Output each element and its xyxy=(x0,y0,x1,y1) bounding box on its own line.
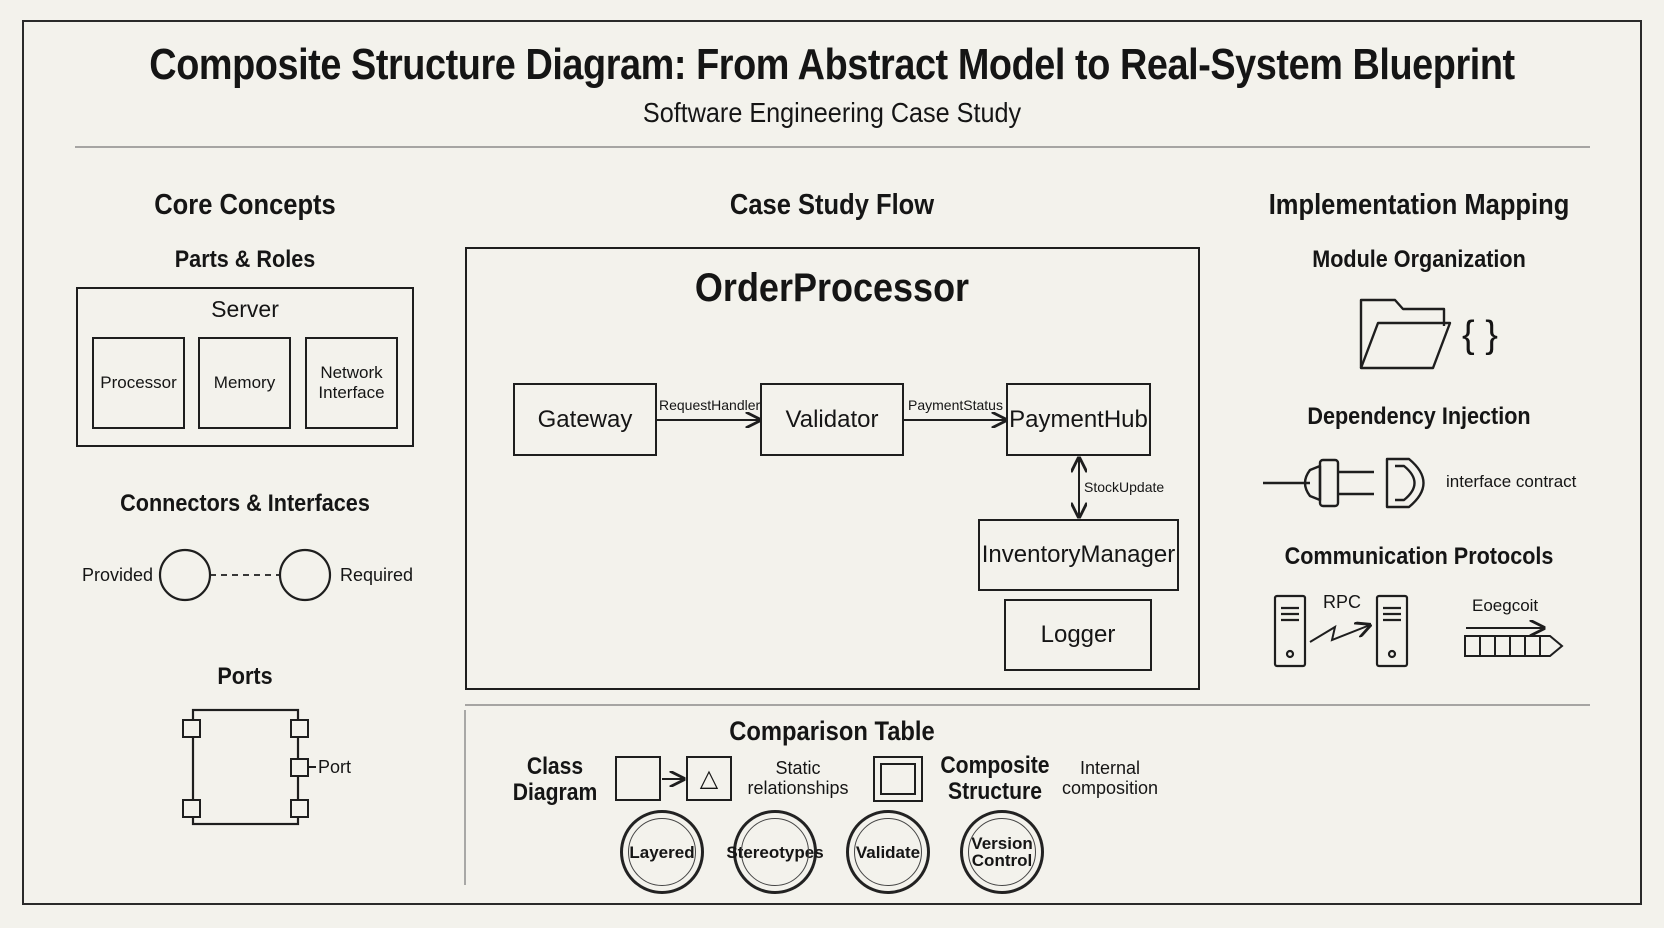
connector-paymentstatus-label: PaymentStatus xyxy=(908,397,1003,413)
implementation-heading: Implementation Mapping xyxy=(1268,189,1570,221)
server-container xyxy=(76,287,414,447)
composite-structure-label: Composite Structure xyxy=(940,752,1050,805)
port-component-box xyxy=(191,708,300,826)
braces-icon: { } xyxy=(1462,314,1498,356)
server-label: Server xyxy=(211,296,279,322)
connector-requesthandler-label: RequestHandler xyxy=(659,397,761,413)
diagram-frame xyxy=(22,20,1642,905)
ports-heading: Ports xyxy=(217,663,273,690)
rpc-label: RPC xyxy=(1323,592,1362,612)
dependency-injection-heading: Dependency Injection xyxy=(1307,403,1531,430)
port-square-icon xyxy=(290,758,309,777)
server-icon xyxy=(1273,594,1307,668)
component-paymenthub: PaymentHub xyxy=(1006,383,1151,456)
badge-version-control: Version Control xyxy=(960,810,1044,894)
port-label: Port xyxy=(318,757,352,777)
port-square-icon xyxy=(290,799,309,818)
component-logger: Logger xyxy=(1004,599,1152,671)
port-square-icon xyxy=(182,799,201,818)
badge-stereotypes: Stereotypes xyxy=(726,810,824,894)
part-processor: Processor xyxy=(92,337,185,429)
message-queue-icon xyxy=(1464,635,1564,657)
rpc-lightning-icon xyxy=(1309,625,1370,643)
composite-structure-icon xyxy=(873,756,923,802)
core-concepts-heading: Core Concepts xyxy=(154,189,336,221)
badge-layered: Layered xyxy=(620,810,704,894)
comparison-heading: Comparison Table xyxy=(729,716,935,746)
badge-validate: Validate xyxy=(846,810,930,894)
class-diagram-label: Class Diagram xyxy=(512,753,598,806)
communication-protocols-heading: Communication Protocols xyxy=(1284,543,1554,570)
composite-structure-inner-icon xyxy=(880,763,916,795)
component-gateway: Gateway xyxy=(513,383,657,456)
port-square-icon xyxy=(182,719,201,738)
orderprocessor-container xyxy=(465,247,1200,690)
port-square-icon xyxy=(290,719,309,738)
event-label: Eoegcoit xyxy=(1472,596,1539,615)
interface-contract-label: interface contract xyxy=(1446,472,1577,491)
page-title: Composite Structure Diagram: From Abstra… xyxy=(149,40,1515,89)
page-subtitle: Software Engineering Case Study xyxy=(642,97,1022,128)
module-organization-heading: Module Organization xyxy=(1312,246,1526,273)
server-icon xyxy=(1375,594,1409,668)
folder-icon xyxy=(1359,298,1452,370)
parts-roles-heading: Parts & Roles xyxy=(174,246,316,273)
connectors-interfaces-heading: Connectors & Interfaces xyxy=(120,490,370,517)
part-network-interface: Network Interface xyxy=(305,337,398,429)
provided-label: Provided xyxy=(82,565,154,585)
plug-socket-icon xyxy=(1263,457,1425,509)
generalization-triangle-icon: △ xyxy=(686,756,732,801)
connector-stockupdate-label: StockUpdate xyxy=(1084,479,1165,495)
required-interface-icon xyxy=(278,548,332,602)
provided-interface-icon xyxy=(158,548,212,602)
part-memory: Memory xyxy=(198,337,291,429)
required-label: Required xyxy=(340,565,414,585)
orderprocessor-title: OrderProcessor xyxy=(694,266,970,310)
composite-structure-description: Internal composition xyxy=(1061,758,1159,798)
case-study-heading: Case Study Flow xyxy=(729,189,935,221)
class-diagram-description: Static relationships xyxy=(747,758,849,798)
class-box xyxy=(615,756,661,801)
component-inventorymanager: InventoryManager xyxy=(978,519,1179,591)
